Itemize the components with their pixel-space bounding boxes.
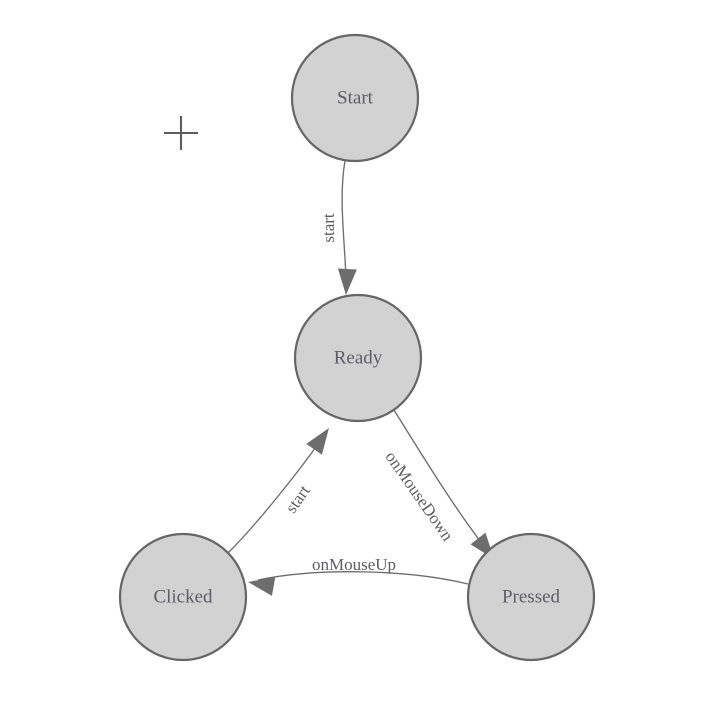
edge-start-to-ready — [341, 160, 347, 285]
node-label-start: Start — [337, 87, 374, 108]
node-shape-start[interactable] — [290, 33, 420, 163]
crosshair-marker — [164, 116, 198, 150]
arrowhead-pressed-to-clicked — [248, 577, 276, 596]
arrowhead-clicked-to-ready — [306, 428, 329, 455]
node-label-clicked: Clicked — [153, 586, 213, 607]
edge-label-ready-to-pressed: onMouseDown — [381, 448, 457, 545]
node-shape-pressed[interactable] — [466, 532, 596, 662]
node-start[interactable]: Start — [290, 33, 420, 163]
node-clicked[interactable]: Clicked — [118, 532, 248, 662]
edge-label-start-to-ready: start — [319, 213, 338, 243]
edge-label-pressed-to-clicked: onMouseUp — [312, 555, 396, 574]
node-label-pressed: Pressed — [502, 586, 561, 607]
node-ready[interactable]: Ready — [293, 293, 423, 423]
arrowhead-start-to-ready — [337, 268, 357, 295]
node-shape-ready[interactable] — [293, 293, 423, 423]
node-shape-clicked[interactable] — [118, 532, 248, 662]
edge-pressed-to-clicked — [257, 571, 469, 585]
node-label-ready: Ready — [334, 347, 383, 368]
edge-ready-to-pressed — [393, 409, 488, 551]
node-pressed[interactable]: Pressed — [466, 532, 596, 662]
cursor-marker-layer — [164, 116, 198, 150]
